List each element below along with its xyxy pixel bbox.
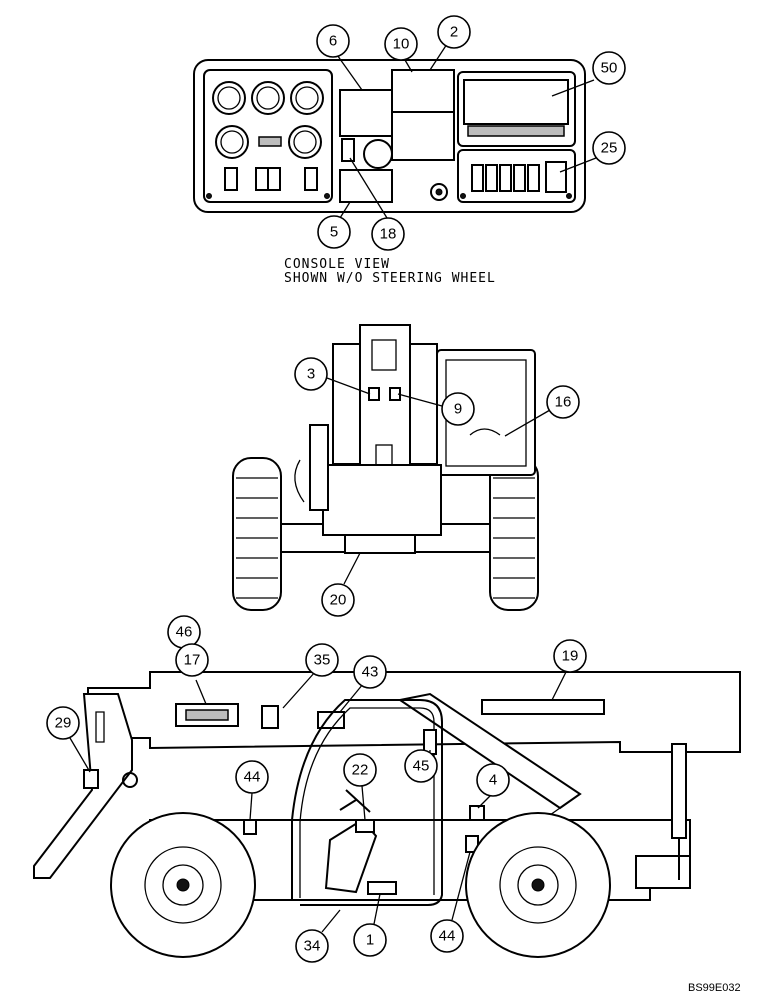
callout-34-label: 34 (304, 938, 321, 955)
callout-43: 43 (353, 655, 387, 689)
callout-45: 45 (404, 749, 438, 783)
callout-44-right: 44 (430, 919, 464, 953)
callout-16-label: 16 (555, 394, 572, 411)
callout-20: 20 (321, 583, 355, 617)
callout-22-label: 22 (352, 762, 369, 779)
callout-6-label: 6 (329, 33, 337, 50)
callout-35: 35 (305, 643, 339, 677)
callout-3: 3 (294, 357, 328, 391)
decal-44-left (243, 819, 257, 835)
callout-18: 18 (371, 217, 405, 251)
decal-5 (339, 169, 393, 203)
callout-20-label: 20 (330, 592, 347, 609)
decal-50 (463, 79, 569, 125)
switch-row-icons (460, 161, 572, 199)
callout-29-label: 29 (55, 715, 72, 732)
callout-18-label: 18 (380, 226, 397, 243)
callout-9-label: 9 (454, 401, 462, 418)
decal-25 (545, 161, 567, 193)
callout-50-label: 50 (601, 60, 618, 77)
callout-44-right-label: 44 (439, 928, 456, 945)
callout-35-label: 35 (314, 652, 331, 669)
callout-46-label: 46 (176, 624, 193, 641)
decal-10 (391, 69, 455, 113)
decal-3 (368, 387, 380, 401)
console-panel (193, 59, 586, 213)
decal-1 (367, 881, 397, 895)
console-caption-line-2: SHOWN W/O STEERING WHEEL (284, 271, 496, 286)
callout-1: 1 (353, 923, 387, 957)
callout-6: 6 (316, 24, 350, 58)
callout-1-label: 1 (366, 932, 374, 949)
callout-19: 19 (553, 639, 587, 673)
callout-25: 25 (592, 131, 626, 165)
gauge-icons (206, 81, 330, 199)
front-leaders (326, 377, 551, 585)
callout-19-label: 19 (562, 648, 579, 665)
callout-4-label: 4 (489, 772, 497, 789)
side-leaders (69, 669, 568, 933)
callout-16: 16 (546, 385, 580, 419)
callout-34: 34 (295, 929, 329, 963)
decal-19 (481, 699, 605, 715)
decal-29 (83, 769, 99, 789)
callout-3-label: 3 (307, 366, 315, 383)
console-caption-line-1: CONSOLE VIEW (284, 257, 390, 272)
callout-2-label: 2 (450, 24, 458, 41)
console-caption: CONSOLE VIEW SHOWN W/O STEERING WHEEL (284, 258, 496, 286)
callout-5: 5 (317, 215, 351, 249)
callout-45-label: 45 (413, 758, 430, 775)
callout-17-label: 17 (184, 652, 201, 669)
callout-2: 2 (437, 15, 471, 49)
callout-9: 9 (441, 392, 475, 426)
callout-10-label: 10 (393, 36, 410, 53)
callout-10: 10 (384, 27, 418, 61)
decal-4 (469, 805, 485, 821)
callout-43-label: 43 (362, 664, 379, 681)
decal-22 (355, 819, 375, 833)
decal-6 (339, 89, 393, 137)
callout-46: 46 (167, 615, 201, 649)
decal-20 (344, 534, 416, 554)
callout-25-label: 25 (601, 140, 618, 157)
side-view-machine (33, 671, 741, 958)
decal-18 (341, 138, 355, 162)
console-leaders (334, 43, 597, 219)
decal-2 (391, 111, 455, 161)
decal-35 (261, 705, 279, 729)
front-view-machine (232, 324, 539, 611)
reference-code: BS99E032 (688, 982, 741, 994)
callout-17: 17 (175, 643, 209, 677)
callout-44-left: 44 (235, 760, 269, 794)
callout-4: 4 (476, 763, 510, 797)
callout-29: 29 (46, 706, 80, 740)
callout-44-left-label: 44 (244, 769, 261, 786)
callout-5-label: 5 (330, 224, 338, 241)
callout-22: 22 (343, 753, 377, 787)
callout-50: 50 (592, 51, 626, 85)
